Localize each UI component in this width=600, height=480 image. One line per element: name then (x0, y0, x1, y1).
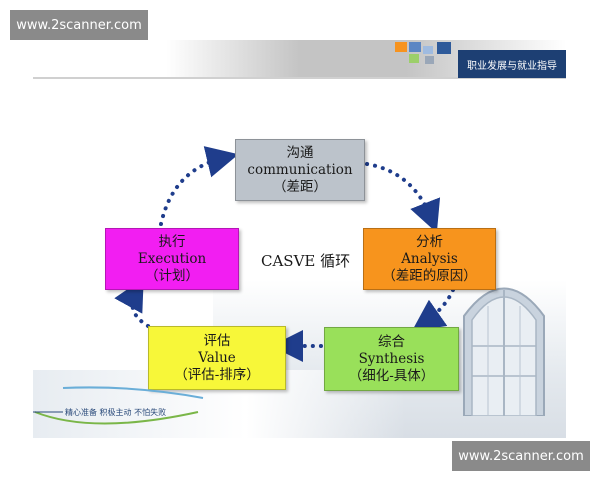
cycle-arrows (114, 146, 455, 362)
node-value-note: （评估-排序） (174, 366, 260, 383)
header-title: 职业发展与就业指导 (458, 50, 566, 78)
node-execution-zh: 执行 (158, 233, 186, 250)
node-execution: 执行 Execution （计划） (105, 228, 239, 290)
header-square-blue (409, 42, 421, 52)
node-analysis: 分析 Analysis （差距的原因） (363, 228, 496, 290)
node-synthesis: 综合 Synthesis （细化-具体） (324, 327, 459, 391)
node-value-en: Value (198, 349, 236, 366)
node-value: 评估 Value （评估-排序） (148, 326, 286, 390)
cycle-center-label: CASVE 循环 (261, 252, 351, 270)
arrow-analysis-to-synthesis (411, 288, 455, 332)
header-divider (33, 77, 566, 79)
node-analysis-en: Analysis (401, 250, 458, 267)
node-analysis-note: （差距的原因） (382, 267, 477, 284)
slogan-swoosh (33, 386, 204, 425)
slogan-text: 精心准备 积极主动 不怕失败 (65, 408, 167, 417)
arrow-communication-to-analysis (365, 162, 441, 233)
watermark-bottom: www.2scanner.com (452, 441, 590, 471)
window-illustration (463, 287, 545, 416)
header-square-navy (437, 42, 451, 54)
node-communication-note: （差距） (273, 178, 327, 195)
arrow-execution-to-communication (159, 146, 239, 226)
header-square-orange (395, 42, 407, 52)
node-execution-note: （计划） (145, 267, 199, 284)
watermark-top: www.2scanner.com (10, 10, 148, 40)
node-synthesis-zh: 综合 (378, 333, 405, 350)
node-execution-en: Execution (137, 250, 207, 267)
node-communication: 沟通 communication （差距） (235, 139, 365, 201)
node-communication-zh: 沟通 (286, 144, 314, 161)
header-square-lightblue (423, 46, 433, 54)
slide: 职业发展与就业指导 沟通 communication （差距） 分析 Analy… (33, 40, 566, 438)
header-square-grey (425, 56, 434, 64)
node-analysis-zh: 分析 (416, 233, 443, 250)
node-synthesis-note: （细化-具体） (348, 367, 435, 384)
node-synthesis-en: Synthesis (358, 350, 425, 367)
node-value-zh: 评估 (203, 332, 231, 349)
header-square-green (409, 54, 419, 63)
node-communication-en: communication (247, 161, 353, 178)
